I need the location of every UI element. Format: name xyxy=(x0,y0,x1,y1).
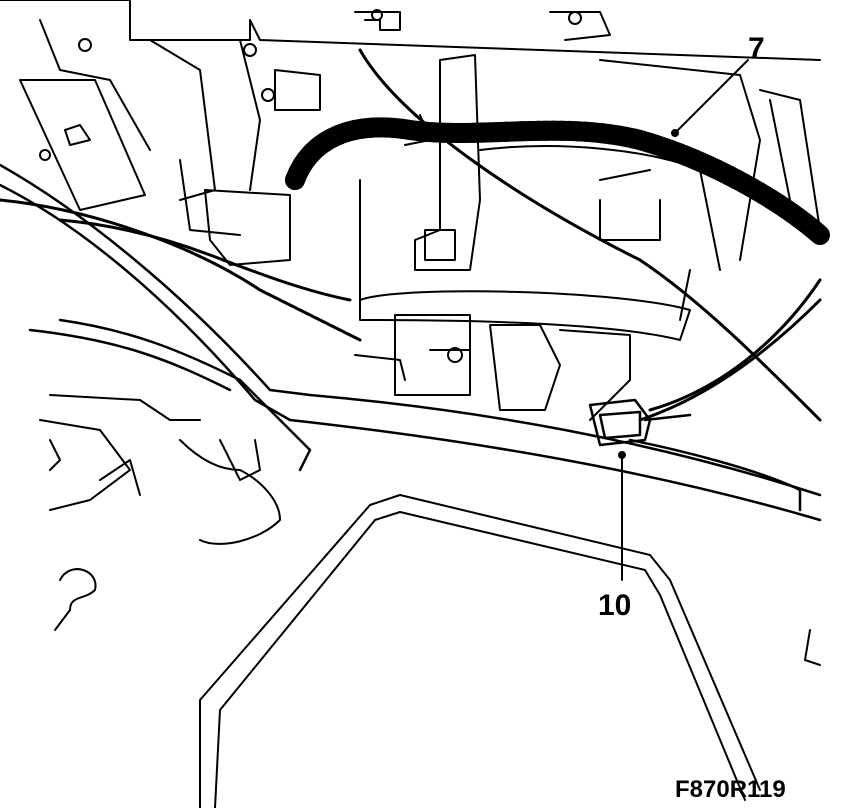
wiring-harness xyxy=(285,117,830,245)
leader-lines xyxy=(618,59,749,581)
figure-id: F870R119 xyxy=(675,776,786,803)
left-lower-components xyxy=(39,394,281,631)
top-clips xyxy=(354,9,611,41)
callout-10: 10 xyxy=(598,589,631,622)
leader-line-7 xyxy=(674,59,749,134)
upper-left-bracket xyxy=(0,0,275,236)
top-frame xyxy=(249,19,821,261)
callout-7: 7 xyxy=(748,32,765,65)
cables xyxy=(0,48,822,422)
clip-10 xyxy=(588,398,692,447)
cross-member xyxy=(0,163,822,522)
lower-panel xyxy=(199,494,821,808)
